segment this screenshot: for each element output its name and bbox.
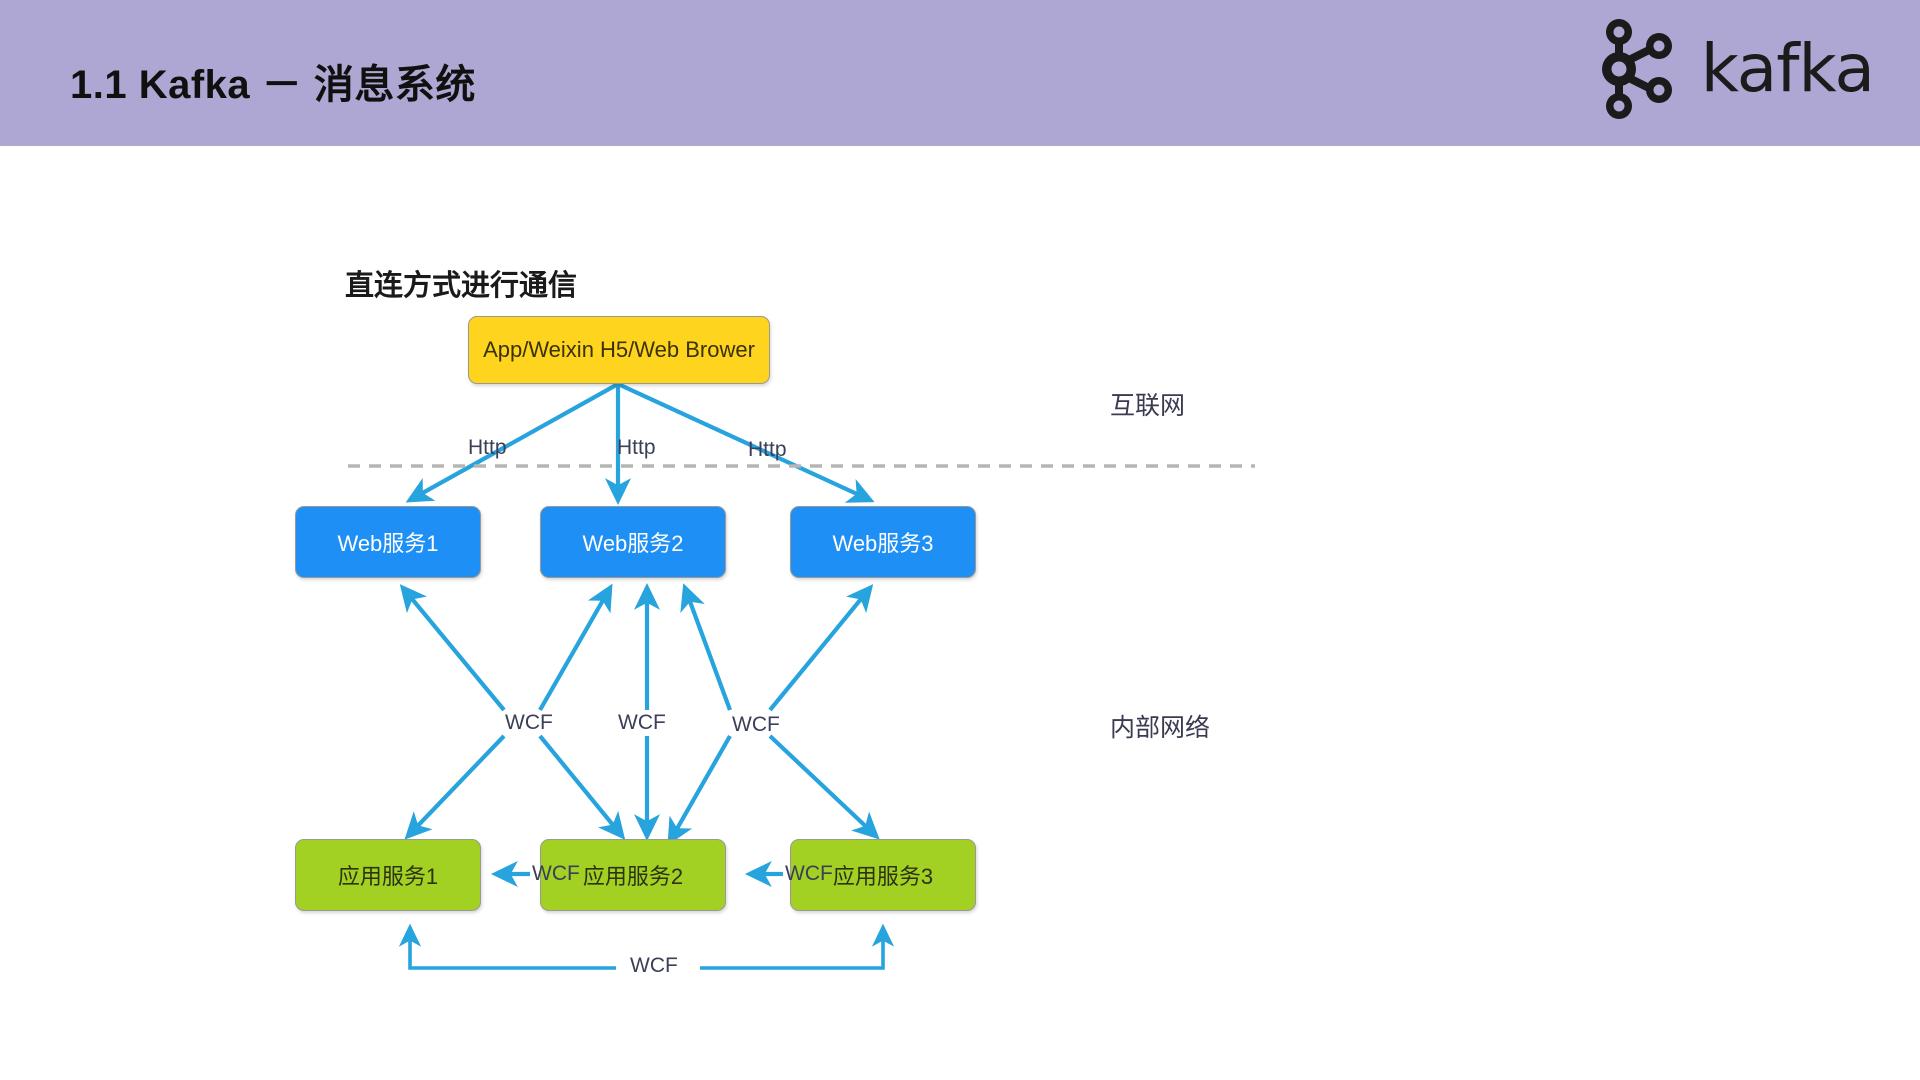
node-app-service-2[interactable]: 应用服务2 <box>540 839 726 911</box>
edge-label-wcf-mid-2: WCF <box>618 711 666 734</box>
node-app-service-2-label: 应用服务2 <box>582 864 684 889</box>
node-app-service-1[interactable]: 应用服务1 <box>295 839 481 911</box>
edge-bottom-loop-to-app1 <box>398 923 616 970</box>
node-web-service-1-label: Web服务1 <box>337 531 439 556</box>
slide-header-bar: 1.1 Kafka － 消息系统 <box>0 0 1920 146</box>
edge-client-to-web1 <box>405 382 620 503</box>
edge-bottom-loop-to-app3 <box>700 923 895 970</box>
edge-label-wcf-mid-3: WCF <box>732 713 780 736</box>
edge-wcf3-to-web2 <box>680 583 732 711</box>
edge-label-wcf-bottom: WCF <box>620 954 688 978</box>
node-web-service-2[interactable]: Web服务2 <box>540 506 726 578</box>
node-client[interactable]: App/Weixin H5/Web Brower <box>468 316 770 384</box>
edge-wcf1-to-web2 <box>538 583 613 712</box>
node-app-service-3-label: 应用服务3 <box>832 864 934 889</box>
zone-label-internal-network: 内部网络 <box>1110 714 1211 742</box>
edge-label-http-1: Http <box>468 436 507 459</box>
edge-label-http-3: Http <box>748 438 787 461</box>
diagram-connectors <box>348 382 1255 970</box>
page-title: 1.1 Kafka － 消息系统 <box>70 63 476 107</box>
edge-wcf1-to-app2 <box>538 734 626 840</box>
node-web-service-3-label: Web服务3 <box>832 531 934 556</box>
edge-wcf3-to-app2 <box>667 734 732 846</box>
edge-label-wcf-row-1: WCF <box>532 862 580 885</box>
kafka-node-graph-icon <box>1601 19 1672 119</box>
node-app-service-1-label: 应用服务1 <box>337 864 439 889</box>
kafka-wordmark: kafka <box>1700 30 1875 107</box>
node-web-service-1[interactable]: Web服务1 <box>295 506 481 578</box>
node-web-service-2-label: Web服务2 <box>582 531 684 556</box>
slide-body: 直连方式进行通信 <box>0 146 1920 1080</box>
kafka-logo: kafka <box>1591 14 1875 124</box>
edge-wcf1-to-app1 <box>404 734 506 840</box>
edge-client-to-web3 <box>617 382 875 503</box>
node-app-service-3[interactable]: 应用服务3 <box>790 839 976 911</box>
edge-label-wcf-mid-1: WCF <box>505 711 553 734</box>
edge-label-http-2: Http <box>617 436 656 459</box>
edge-label-wcf-row-2: WCF <box>785 862 833 885</box>
zone-label-internet: 互联网 <box>1110 392 1186 420</box>
edge-wcf1-to-web1 <box>399 584 506 712</box>
edge-wcf3-to-app3 <box>768 734 880 840</box>
edge-wcf3-to-web3 <box>768 584 874 712</box>
diagram-heading: 直连方式进行通信 <box>345 270 578 302</box>
node-web-service-3[interactable]: Web服务3 <box>790 506 976 578</box>
node-client-label: App/Weixin H5/Web Brower <box>483 337 755 362</box>
